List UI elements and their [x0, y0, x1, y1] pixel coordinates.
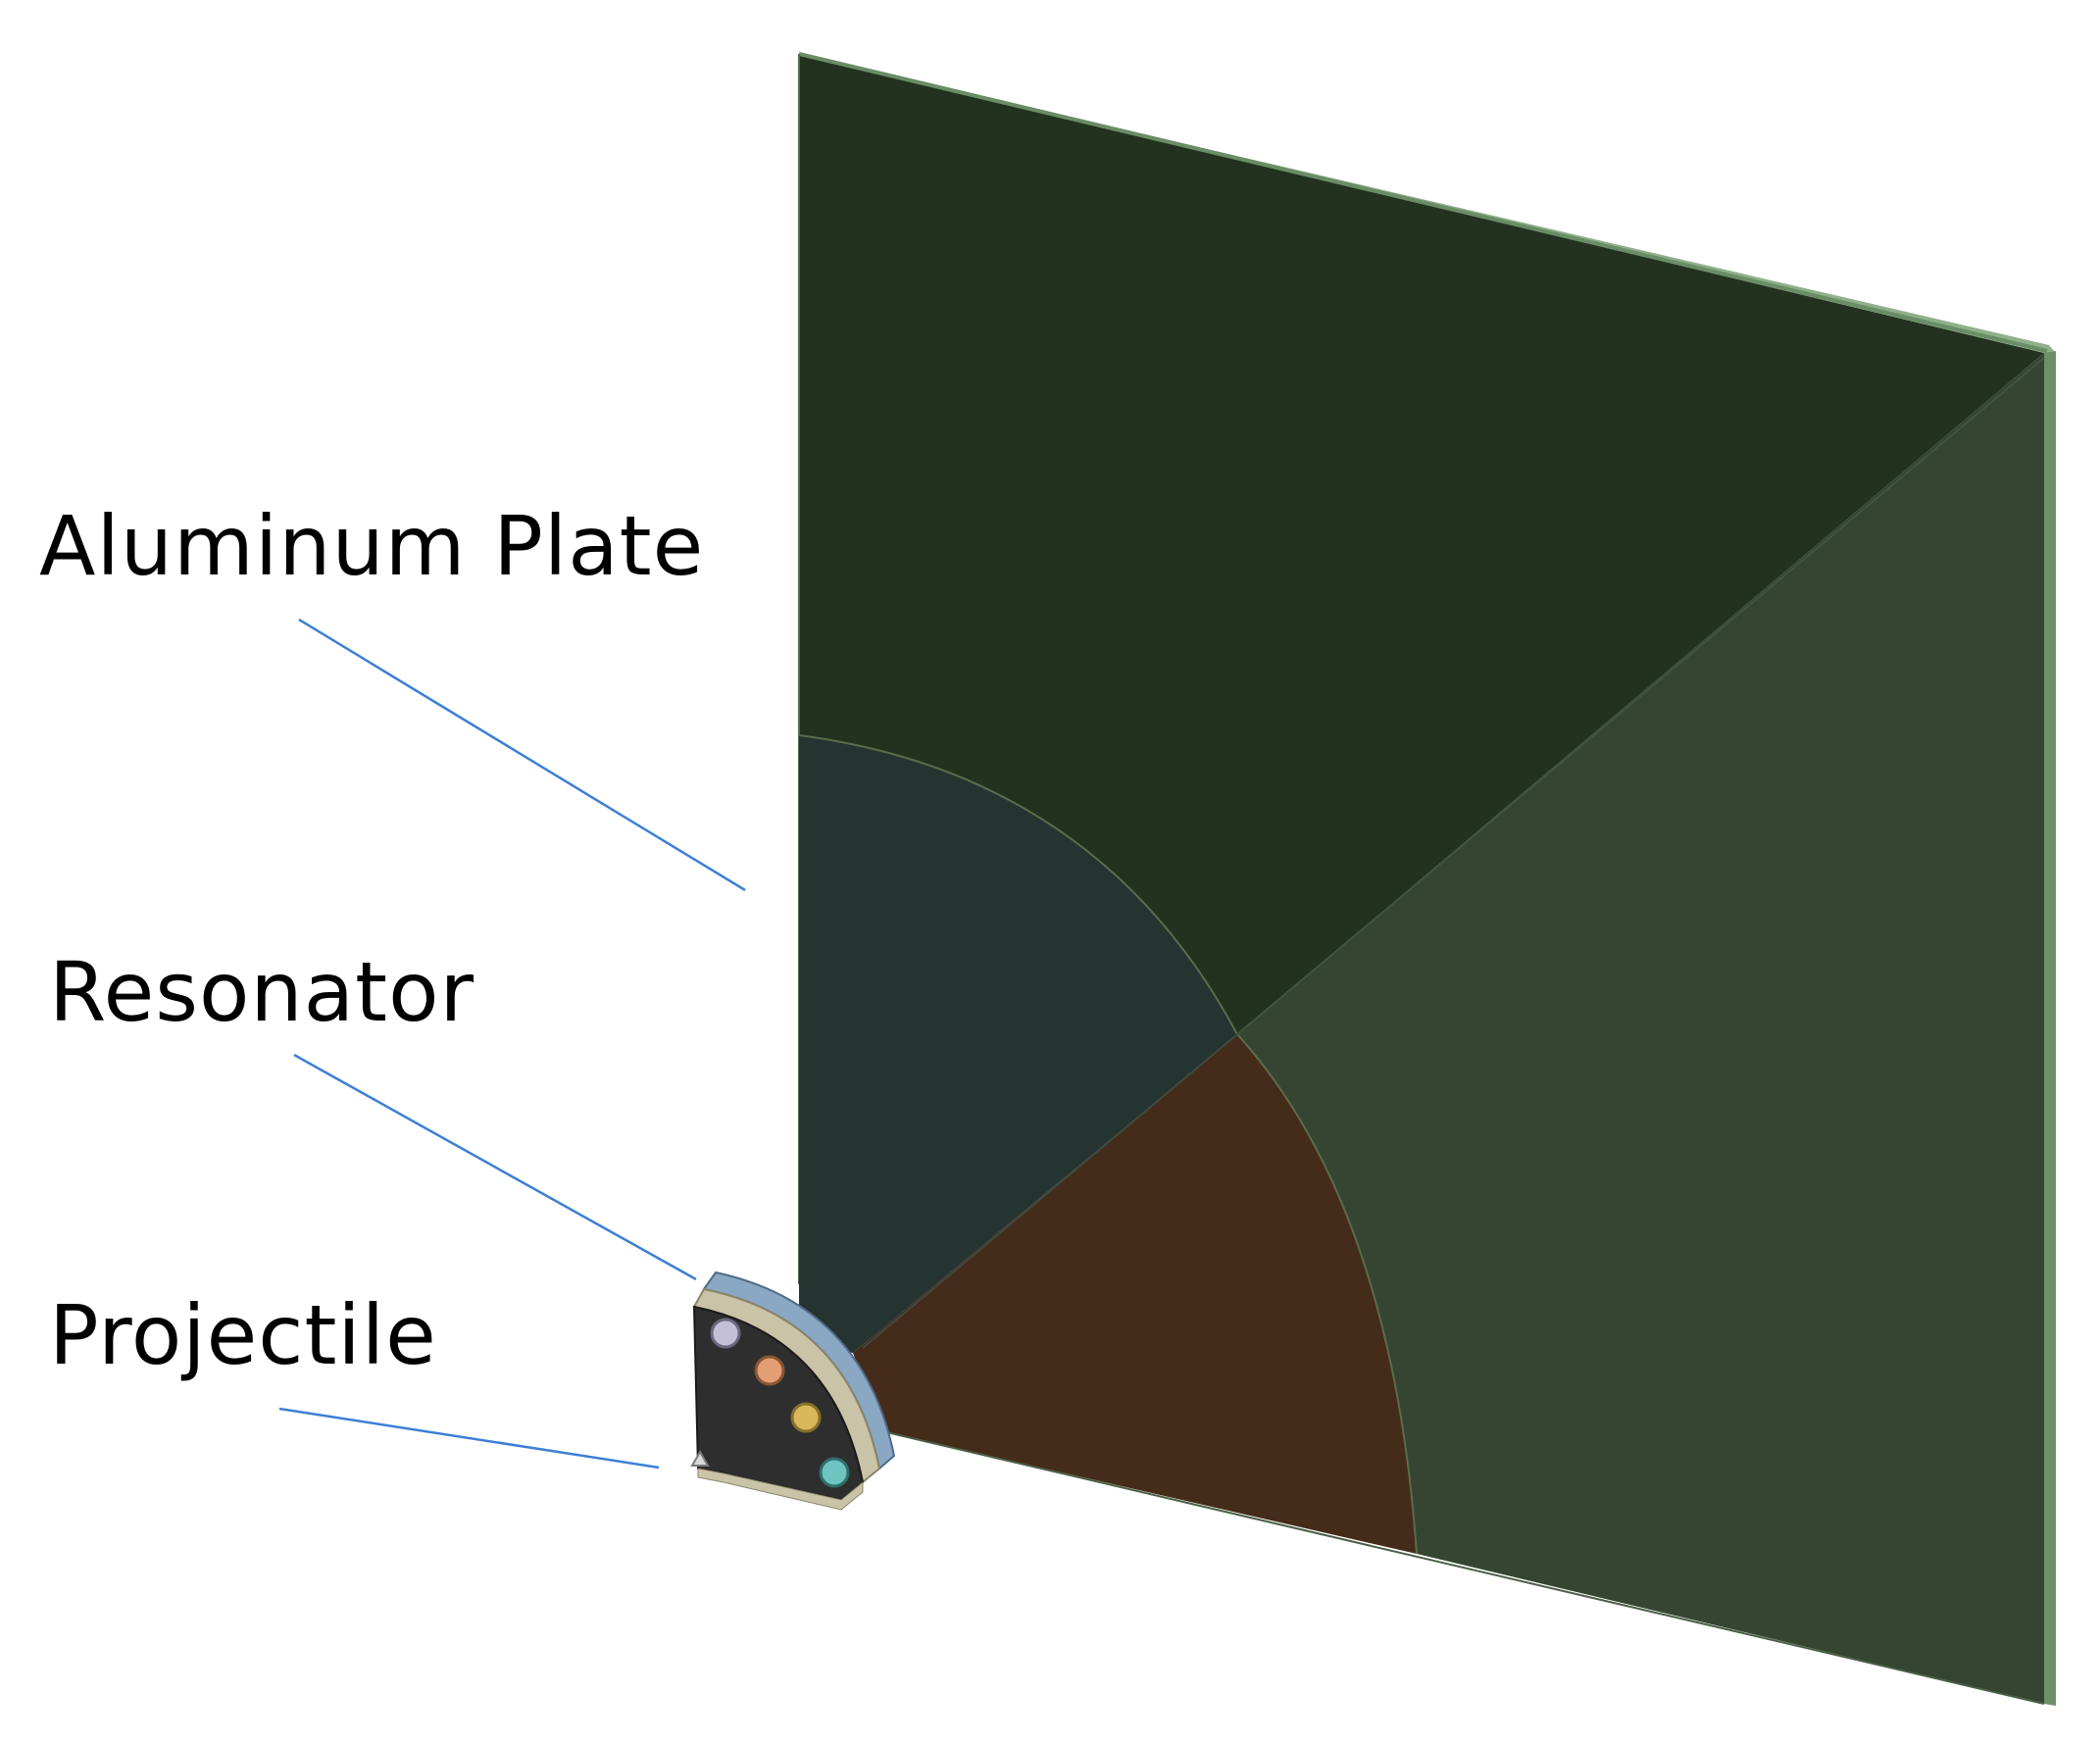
projectile-marker — [690, 1449, 710, 1467]
resonator-bolt-3 — [790, 1402, 822, 1433]
plate-seam-upper — [1236, 357, 2045, 1035]
resonator-side — [697, 1468, 864, 1511]
resonator — [692, 1271, 896, 1511]
plate-center-region-brown — [853, 1034, 1417, 1554]
plate-center-region-teal — [799, 735, 1237, 1353]
label-aluminum-plate: Aluminum Plate — [39, 498, 705, 594]
projectile — [690, 1449, 710, 1467]
resonator-bolt-4 — [819, 1457, 850, 1488]
leader-line-aluminum — [298, 618, 746, 892]
plate-top-edge-line — [798, 52, 2048, 353]
plate-right-edge — [2044, 351, 2056, 1706]
plate-upper-face — [799, 54, 2044, 1034]
label-projectile: Projectile — [49, 1287, 437, 1383]
leader-line-projectile — [278, 1407, 660, 1470]
resonator-bolt-2 — [754, 1355, 785, 1386]
plate-right-face — [1237, 353, 2044, 1704]
label-resonator: Resonator — [49, 944, 475, 1040]
plate-bottom-edge-line — [881, 1430, 2045, 1705]
leader-line-resonator — [293, 1053, 697, 1281]
plate-seam-lower — [862, 1033, 1238, 1349]
resonator-bolt-1 — [710, 1318, 741, 1349]
